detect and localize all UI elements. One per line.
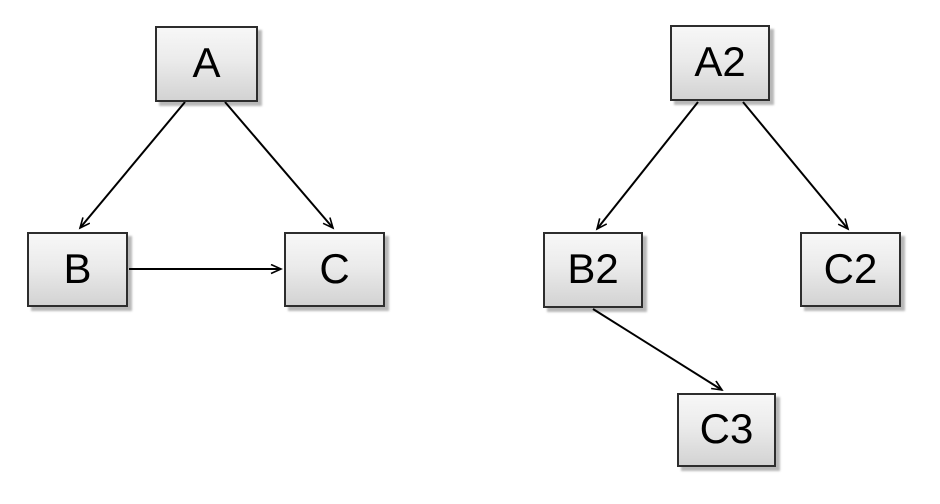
node-C[interactable]: C	[284, 232, 385, 307]
node-A[interactable]: A	[155, 26, 258, 102]
node-label-A: A	[192, 39, 221, 86]
edge-B2-C3[interactable]	[592, 308, 722, 390]
node-B[interactable]: B	[27, 232, 128, 307]
edge-A-B[interactable]	[80, 101, 186, 228]
node-label-B2: B2	[567, 245, 619, 292]
node-label-C2: C2	[823, 244, 878, 292]
node-B2[interactable]: B2	[543, 232, 643, 308]
node-C3[interactable]: C3	[677, 393, 776, 467]
node-label-C: C	[319, 244, 350, 292]
node-label-A2: A2	[694, 38, 746, 85]
edges-group	[80, 101, 848, 390]
edge-A-C[interactable]	[224, 101, 333, 228]
edge-A2-C2[interactable]	[742, 101, 848, 229]
node-C2[interactable]: C2	[800, 232, 901, 307]
edge-A2-B2[interactable]	[597, 101, 699, 229]
node-A2[interactable]: A2	[670, 25, 770, 101]
node-label-C3: C3	[699, 405, 754, 452]
node-label-B: B	[63, 244, 92, 292]
